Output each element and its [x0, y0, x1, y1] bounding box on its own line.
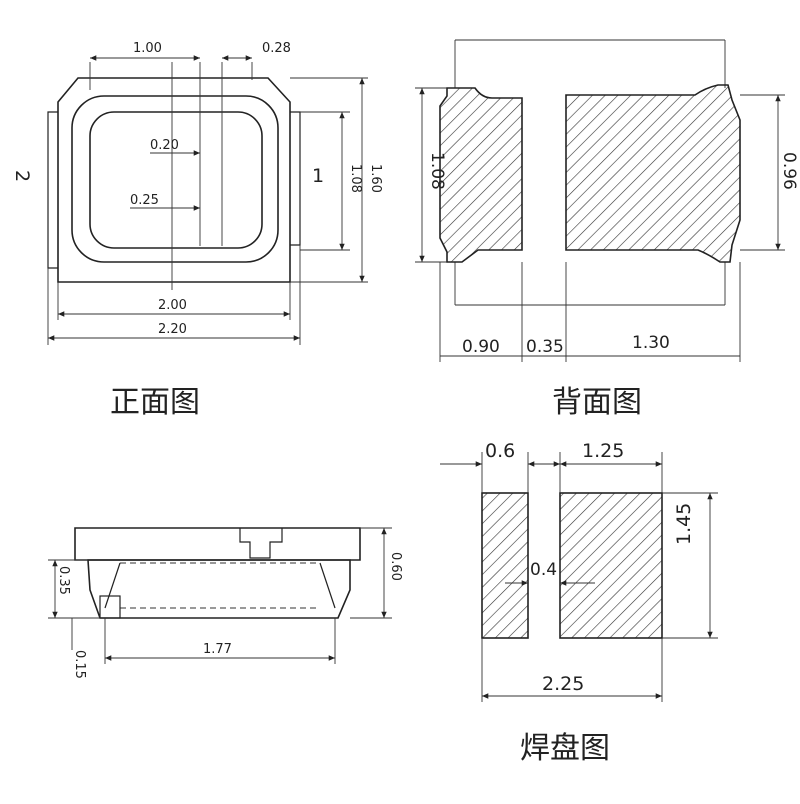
dim-side-base-width: 1.77: [203, 642, 232, 657]
dim-pad-gap: 0.4: [530, 560, 557, 580]
front-lens-outer: [71, 95, 279, 263]
back-view: 1.08 0.96 0.90 0.35 1.30 背面图: [415, 39, 799, 420]
back-right-pad: [565, 84, 741, 263]
dim-front-top-small: 0.28: [262, 41, 291, 56]
dim-back-gap: 0.35: [526, 337, 564, 357]
dim-front-width-outer: 2.20: [158, 322, 187, 337]
front-right-tab: [290, 111, 301, 246]
dim-pad-total-width: 2.25: [542, 673, 584, 695]
front-view: 1.00 0.28 0.20 0.25 1.08 1.60 2 1 2.00 2…: [11, 41, 383, 420]
side-notch: [239, 528, 283, 559]
side-left-slope: [104, 562, 121, 609]
front-view-title: 正面图: [110, 385, 200, 420]
dim-front-inner-lower: 0.25: [130, 193, 159, 208]
dim-front-inner-upper: 0.20: [150, 138, 179, 153]
pin-mark-left: 2: [11, 170, 33, 182]
dim-back-left-height: 1.08: [427, 152, 447, 190]
dim-back-left-width: 0.90: [462, 337, 500, 357]
side-body: [87, 559, 351, 619]
front-lens-inner: [89, 111, 263, 249]
pad-view-title: 焊盘图: [520, 731, 610, 766]
dim-side-bottom-offset: 0.15: [72, 650, 87, 679]
pad-left: [481, 492, 529, 639]
front-outer-body: [57, 77, 291, 283]
dim-pad-right-width: 1.25: [582, 440, 624, 462]
back-view-title: 背面图: [552, 385, 642, 420]
pad-right: [559, 492, 663, 639]
dim-pad-left-width: 0.6: [485, 440, 515, 462]
front-left-tab: [47, 111, 58, 269]
side-right-slope: [319, 562, 336, 609]
side-top-lens: [74, 527, 361, 561]
dim-front-top-width: 1.00: [133, 41, 162, 56]
side-view: 0.60 0.35 0.15 1.77: [48, 527, 403, 679]
dim-back-right-height: 0.96: [779, 152, 799, 190]
dim-front-width-inner: 2.00: [158, 298, 187, 313]
dim-side-height: 0.60: [388, 552, 403, 581]
dim-back-right-width: 1.30: [632, 333, 670, 353]
dim-side-lower-left: 0.35: [56, 566, 71, 595]
back-left-pad: [439, 87, 523, 263]
pad-view: 0.6 1.25 0.4 1.45 2.25 焊盘图: [440, 440, 718, 766]
dim-front-height-outer: 1.60: [368, 164, 383, 193]
side-foot: [99, 595, 121, 619]
dim-front-height-inner: 1.08: [348, 164, 363, 193]
pin-mark-right: 1: [312, 165, 324, 187]
dim-pad-height: 1.45: [673, 503, 695, 545]
